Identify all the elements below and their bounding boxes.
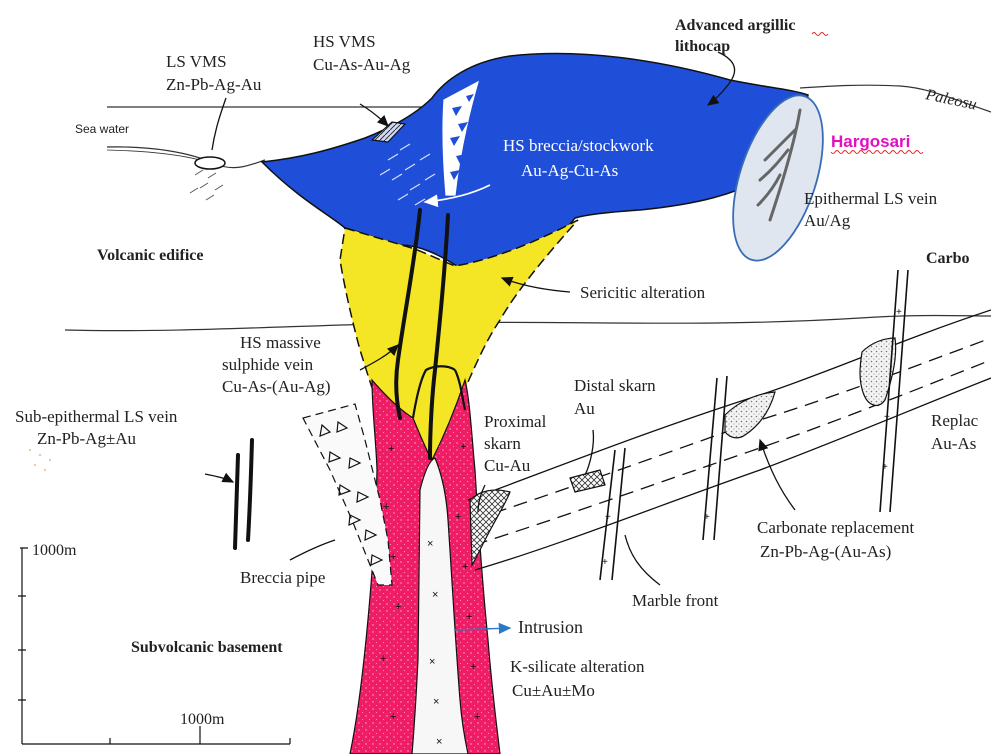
k-silicate-label: K-silicate alteration xyxy=(510,657,645,676)
hargosari-label: Hargosari xyxy=(831,132,910,151)
svg-text:×: × xyxy=(427,538,433,550)
svg-text:×: × xyxy=(429,656,435,668)
ls-vms-lens xyxy=(195,157,225,169)
hs-vms-metals: Cu-As-Au-Ag xyxy=(313,55,411,74)
svg-text:+: + xyxy=(704,512,710,523)
hs-vms-label: HS VMS xyxy=(313,32,376,51)
carbonate-replacement-metals: Zn-Pb-Ag-(Au-As) xyxy=(760,542,891,561)
replacement-label: Replac xyxy=(931,411,979,430)
ls-vms-stockwork xyxy=(190,170,223,200)
svg-text:×: × xyxy=(432,589,438,601)
epithermal-ls-label: Epithermal LS vein xyxy=(804,189,938,208)
marble-front-label: Marble front xyxy=(632,591,719,610)
proximal-skarn-label-2: skarn xyxy=(484,434,521,453)
svg-text:×: × xyxy=(436,736,442,748)
svg-text:+: + xyxy=(474,711,480,723)
ls-vms-pointer xyxy=(212,98,226,150)
distal-skarn-metals: Au xyxy=(574,399,595,418)
svg-text:+: + xyxy=(470,661,476,673)
epithermal-ls-metals: Au/Ag xyxy=(804,211,851,230)
svg-text:+: + xyxy=(460,441,466,453)
svg-text:+: + xyxy=(390,711,396,723)
sea-water-label: Sea water xyxy=(75,122,129,136)
subvolcanic-basement-label: Subvolcanic basement xyxy=(131,639,283,656)
advanced-argillic-label: Advanced argillic xyxy=(675,17,795,34)
svg-text:+: + xyxy=(390,551,396,563)
svg-text:+: + xyxy=(388,443,394,455)
svg-text:+: + xyxy=(605,512,611,523)
paleosurface-label: Paleosu xyxy=(923,86,978,114)
sub-epithermal-metals: Zn-Pb-Ag±Au xyxy=(37,429,137,448)
hs-massive-metals: Cu-As-(Au-Ag) xyxy=(222,377,331,396)
carbonate-bed-top xyxy=(468,310,991,500)
sea-water-line xyxy=(107,150,200,160)
svg-text:+: + xyxy=(466,611,472,623)
sericitic-label: Sericitic alteration xyxy=(580,283,706,302)
distal-skarn-label: Distal skarn xyxy=(574,376,656,395)
marble-front-pointer xyxy=(625,535,660,585)
sub-epithermal-pointer xyxy=(205,474,233,482)
basement-line xyxy=(65,316,991,331)
svg-text:+: + xyxy=(884,412,890,423)
horizontal-scale-bar xyxy=(22,726,290,744)
lithocap-label: lithocap xyxy=(675,38,730,55)
vertical-scale-label: 1000m xyxy=(32,542,77,559)
svg-text:+: + xyxy=(882,462,888,473)
intrusion-label: Intrusion xyxy=(518,617,583,637)
spellcheck-underline xyxy=(812,33,828,36)
svg-text:+: + xyxy=(380,653,386,665)
hs-breccia-label: HS breccia/stockwork xyxy=(503,136,654,155)
breccia-pipe-pointer xyxy=(290,540,335,560)
distal-skarn-pointer xyxy=(585,430,593,475)
replacement-metals: Au-As xyxy=(931,434,976,453)
k-silicate-metals: Cu±Au±Mo xyxy=(512,681,595,700)
hs-breccia-metals: Au-Ag-Cu-As xyxy=(521,161,618,180)
svg-text:+: + xyxy=(395,601,401,613)
carbonate-label: Carbo xyxy=(926,250,970,267)
svg-text:+: + xyxy=(896,307,902,318)
proximal-skarn-metals: Cu-Au xyxy=(484,456,531,475)
breccia-pipe-label: Breccia pipe xyxy=(240,568,325,587)
svg-text:+: + xyxy=(383,501,389,513)
svg-text:+: + xyxy=(602,557,608,568)
vertical-scale-bar xyxy=(18,548,28,744)
ls-vms-label: LS VMS xyxy=(166,52,227,71)
ls-vms-metals: Zn-Pb-Ag-Au xyxy=(166,75,262,94)
carbonate-replacement-pod-1 xyxy=(725,392,775,438)
sub-epithermal-vein-2 xyxy=(248,440,252,540)
sub-epithermal-label: Sub-epithermal LS vein xyxy=(15,407,178,426)
volcanic-edifice-label: Volcanic edifice xyxy=(97,247,204,264)
proximal-skarn-body xyxy=(470,490,510,565)
hargosari-spellcheck xyxy=(831,151,923,154)
faint-dots xyxy=(29,449,51,471)
distal-skarn-pod xyxy=(570,470,605,492)
hs-massive-label: HS massive xyxy=(240,333,321,352)
sub-epithermal-vein-1 xyxy=(235,455,238,548)
svg-text:×: × xyxy=(433,696,439,708)
svg-text:+: + xyxy=(462,561,468,573)
hs-massive-label-2: sulphide vein xyxy=(222,355,314,374)
carbonate-replacement-pointer xyxy=(760,440,795,510)
svg-text:+: + xyxy=(455,511,461,523)
carbonate-replacement-label: Carbonate replacement xyxy=(757,518,914,537)
svg-text:+: + xyxy=(706,462,712,473)
horizontal-scale-label: 1000m xyxy=(180,711,225,728)
proximal-skarn-label: Proximal xyxy=(484,412,547,431)
carbonate-bed-bottom xyxy=(475,378,991,570)
